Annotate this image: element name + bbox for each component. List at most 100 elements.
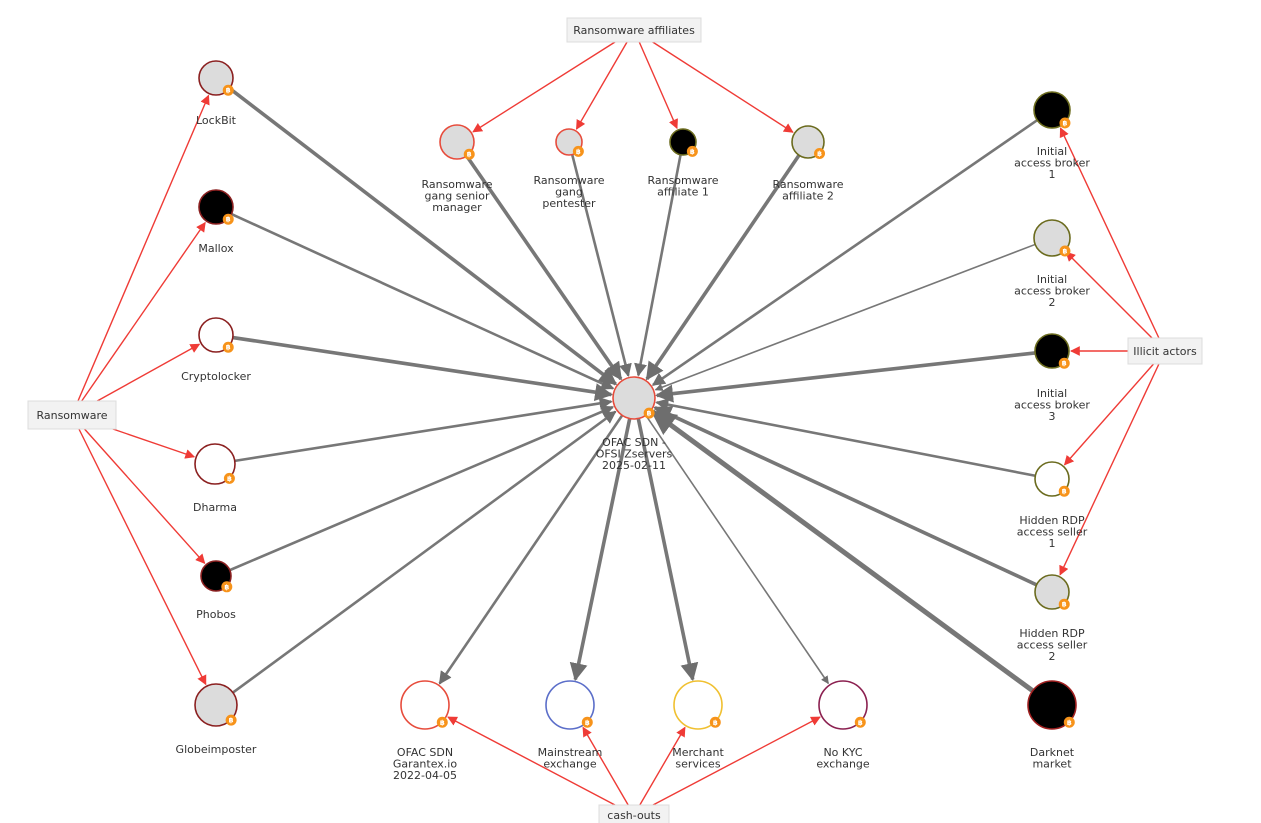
flow-edge-iab-3-to-center[interactable]	[655, 351, 1036, 403]
svg-text:฿: ฿	[440, 719, 445, 727]
flow-edge-center-to-mainstream[interactable]	[569, 418, 632, 682]
flow-edge-phobos-to-center[interactable]	[229, 405, 615, 572]
bitcoin-icon: ฿	[709, 716, 721, 728]
flow-edge-rdp-2-to-center[interactable]	[653, 406, 1038, 587]
category-edge-ransomware-affiliates-to-affiliate-1	[638, 41, 678, 130]
category-cash-outs[interactable]: cash-outs	[598, 804, 670, 823]
node-circle[interactable]	[400, 680, 450, 730]
flow-edge-iab-1-to-center[interactable]	[651, 119, 1038, 387]
flow-edge-mallox-to-center[interactable]	[230, 212, 615, 390]
svg-text:฿: ฿	[1063, 119, 1068, 127]
category-box[interactable]	[1127, 337, 1203, 365]
category-box[interactable]	[27, 400, 117, 430]
flow-edge-dharma-to-center[interactable]	[234, 396, 613, 463]
flow-edge-center-to-garantex[interactable]	[438, 414, 624, 685]
bitcoin-icon: ฿	[581, 716, 593, 728]
node-circle[interactable]	[1033, 91, 1071, 129]
category-edge-illicit-actors-to-iab-1	[1059, 127, 1160, 339]
category-edge-illicit-actors-to-rdp-2	[1059, 363, 1160, 576]
node-mallox[interactable]: ฿Mallox	[198, 189, 234, 255]
flow-edge-cryptolocker-to-center[interactable]	[232, 335, 614, 402]
node-circle[interactable]	[1033, 219, 1071, 257]
flow-edge-senior-manager-to-center[interactable]	[465, 154, 623, 381]
bitcoin-icon: ฿	[463, 148, 475, 160]
bitcoin-icon: ฿	[436, 716, 448, 728]
svg-text:฿: ฿	[647, 410, 652, 418]
bitcoin-icon: ฿	[643, 407, 655, 419]
node-circle[interactable]	[818, 680, 868, 730]
flow-edge-pentester-to-center[interactable]	[570, 154, 632, 377]
flow-edge-affiliate-2-to-center[interactable]	[645, 154, 801, 381]
category-edge-ransomware-to-dharma	[112, 428, 196, 459]
node-lockbit[interactable]: ฿LockBit	[196, 60, 237, 127]
category-box[interactable]	[566, 17, 702, 43]
node-cryptolocker[interactable]: ฿Cryptolocker	[181, 317, 251, 383]
category-ransomware[interactable]: Ransomware	[27, 400, 117, 430]
category-edge-ransomware-to-lockbit	[77, 94, 210, 402]
flow-edge-lockbit-to-center[interactable]	[228, 86, 618, 386]
bitcoin-icon: ฿	[854, 716, 866, 728]
bitcoin-icon: ฿	[1058, 598, 1070, 610]
category-edge-cash-outs-to-merchant	[639, 726, 686, 806]
flow-edge-center-to-nokyc[interactable]	[645, 414, 830, 685]
category-ransomware-affiliates[interactable]: Ransomware affiliates	[566, 17, 702, 43]
category-edge-illicit-actors-to-iab-2	[1065, 251, 1153, 339]
flow-edge-iab-2-to-center[interactable]	[654, 243, 1036, 391]
category-edges	[77, 41, 1160, 806]
bitcoin-icon: ฿	[1058, 357, 1070, 369]
svg-text:฿: ฿	[1067, 719, 1072, 727]
node-dharma[interactable]: ฿Dharma	[193, 443, 237, 514]
category-illicit-actors[interactable]: Illicit actors	[1127, 337, 1203, 365]
node-circle[interactable]	[612, 376, 656, 420]
flow-edge-affiliate-1-to-center[interactable]	[634, 154, 682, 377]
flow-edge-darknet-to-center[interactable]	[650, 409, 1035, 693]
node-label: Globeimposter	[176, 743, 257, 756]
flow-edge-center-to-merchant[interactable]	[636, 418, 699, 682]
node-globeimposter[interactable]: ฿Globeimposter	[176, 683, 257, 756]
node-label: Phobos	[196, 608, 236, 621]
node-label: Mallox	[198, 242, 234, 255]
category-edge-illicit-actors-to-rdp-1	[1063, 363, 1155, 466]
category-box[interactable]	[598, 804, 670, 823]
node-circle[interactable]	[194, 683, 238, 727]
bitcoin-icon: ฿	[686, 145, 698, 157]
node-circle[interactable]	[194, 443, 236, 485]
bitcoin-icon: ฿	[572, 145, 584, 157]
category-edge-ransomware-to-mallox	[81, 221, 206, 402]
node-circle[interactable]	[673, 680, 723, 730]
node-circle[interactable]	[545, 680, 595, 730]
flow-edge-globeimposter-to-center[interactable]	[232, 410, 617, 694]
node-phobos[interactable]: ฿Phobos	[196, 560, 236, 621]
bitcoin-icon: ฿	[222, 84, 234, 96]
flow-edge-rdp-1-to-center[interactable]	[655, 398, 1036, 478]
svg-text:฿: ฿	[690, 148, 695, 156]
node-circle[interactable]	[1027, 680, 1077, 730]
category-edge-ransomware-affiliates-to-senior-manager	[472, 41, 616, 133]
bitcoin-icon: ฿	[1059, 117, 1071, 129]
node-label: Cryptolocker	[181, 370, 251, 383]
